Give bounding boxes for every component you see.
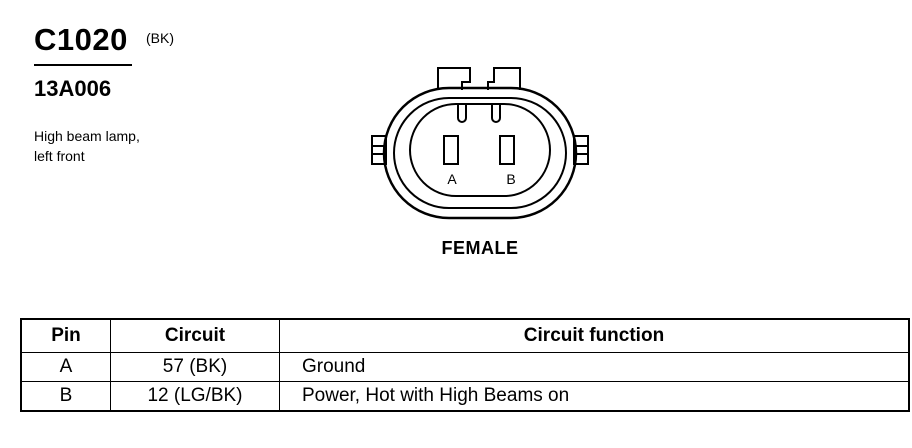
pinout-table: Pin Circuit Circuit function A 57 (BK) G… — [20, 318, 910, 412]
pin-label-a: A — [447, 171, 457, 187]
housing-outer — [382, 86, 578, 220]
connector-color: (BK) — [146, 30, 174, 46]
side-latch-left — [371, 135, 387, 165]
header-pin: Pin — [20, 318, 111, 353]
cavity — [409, 103, 551, 197]
table-header-row: Pin Circuit Circuit function — [20, 318, 910, 353]
cell-circuit: 12 (LG/BK) — [110, 381, 280, 412]
terminal-a — [443, 135, 459, 165]
cell-pin: B — [20, 381, 111, 412]
pin-label-b: B — [506, 171, 515, 187]
cell-circuit: 57 (BK) — [110, 352, 280, 382]
lock-tab-right — [487, 67, 521, 90]
description-line-2: left front — [34, 148, 85, 164]
housing-inner — [393, 97, 567, 209]
connector-id: C1020 — [34, 22, 128, 57]
part-number: 13A006 — [34, 76, 112, 101]
cell-circuit-function: Ground — [279, 352, 910, 382]
table-row: B 12 (LG/BK) Power, Hot with High Beams … — [20, 381, 910, 412]
cell-circuit-function: Power, Hot with High Beams on — [279, 381, 910, 412]
header-circuit: Circuit — [110, 318, 280, 353]
cell-pin: A — [20, 352, 111, 382]
header-circuit-function: Circuit function — [279, 318, 910, 353]
description-line-1: High beam lamp, — [34, 128, 140, 144]
key-right — [491, 104, 501, 123]
view-label: FEMALE — [441, 238, 519, 258]
title-underline — [34, 64, 132, 66]
lock-tab-left — [437, 67, 471, 90]
key-left — [457, 104, 467, 123]
table-row: A 57 (BK) Ground — [20, 352, 910, 382]
connector-face-diagram: A B — [371, 67, 589, 220]
connector-description: High beam lamp, left front — [34, 126, 140, 166]
terminal-b — [499, 135, 515, 165]
side-latch-right — [573, 135, 589, 165]
